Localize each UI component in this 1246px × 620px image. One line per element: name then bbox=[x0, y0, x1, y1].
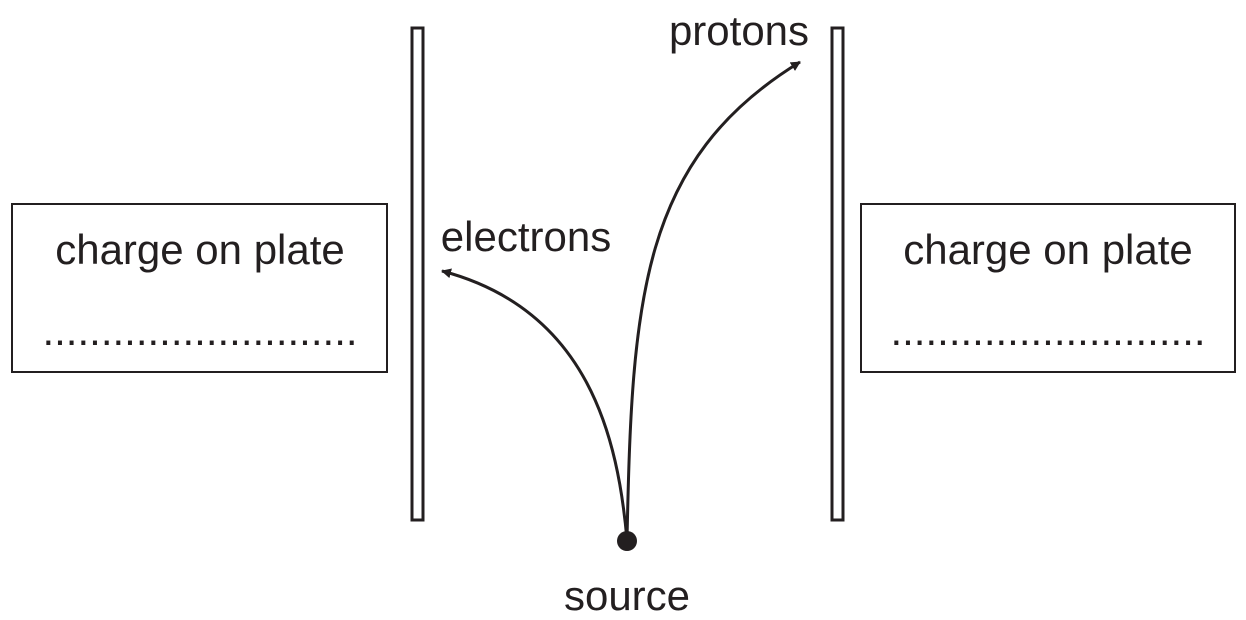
right-charge-box: charge on plate ........................… bbox=[860, 203, 1236, 373]
right-plate bbox=[830, 26, 845, 522]
proton-path-arrow bbox=[625, 60, 801, 541]
right-charge-answer-line[interactable]: ........................... bbox=[890, 307, 1205, 354]
protons-label: protons bbox=[669, 7, 809, 54]
left-charge-box-border bbox=[11, 203, 388, 373]
left-charge-answer-line[interactable]: ........................... bbox=[42, 307, 357, 354]
right-charge-label: charge on plate bbox=[903, 226, 1193, 273]
left-charge-label: charge on plate bbox=[55, 226, 345, 273]
electrons-label: electrons bbox=[441, 213, 611, 260]
left-charge-box: charge on plate ........................… bbox=[11, 203, 388, 373]
left-plate bbox=[410, 26, 425, 522]
source-point bbox=[617, 531, 637, 551]
electron-path-arrow bbox=[441, 268, 629, 541]
right-charge-box-border bbox=[860, 203, 1236, 373]
source-label: source bbox=[564, 572, 690, 619]
